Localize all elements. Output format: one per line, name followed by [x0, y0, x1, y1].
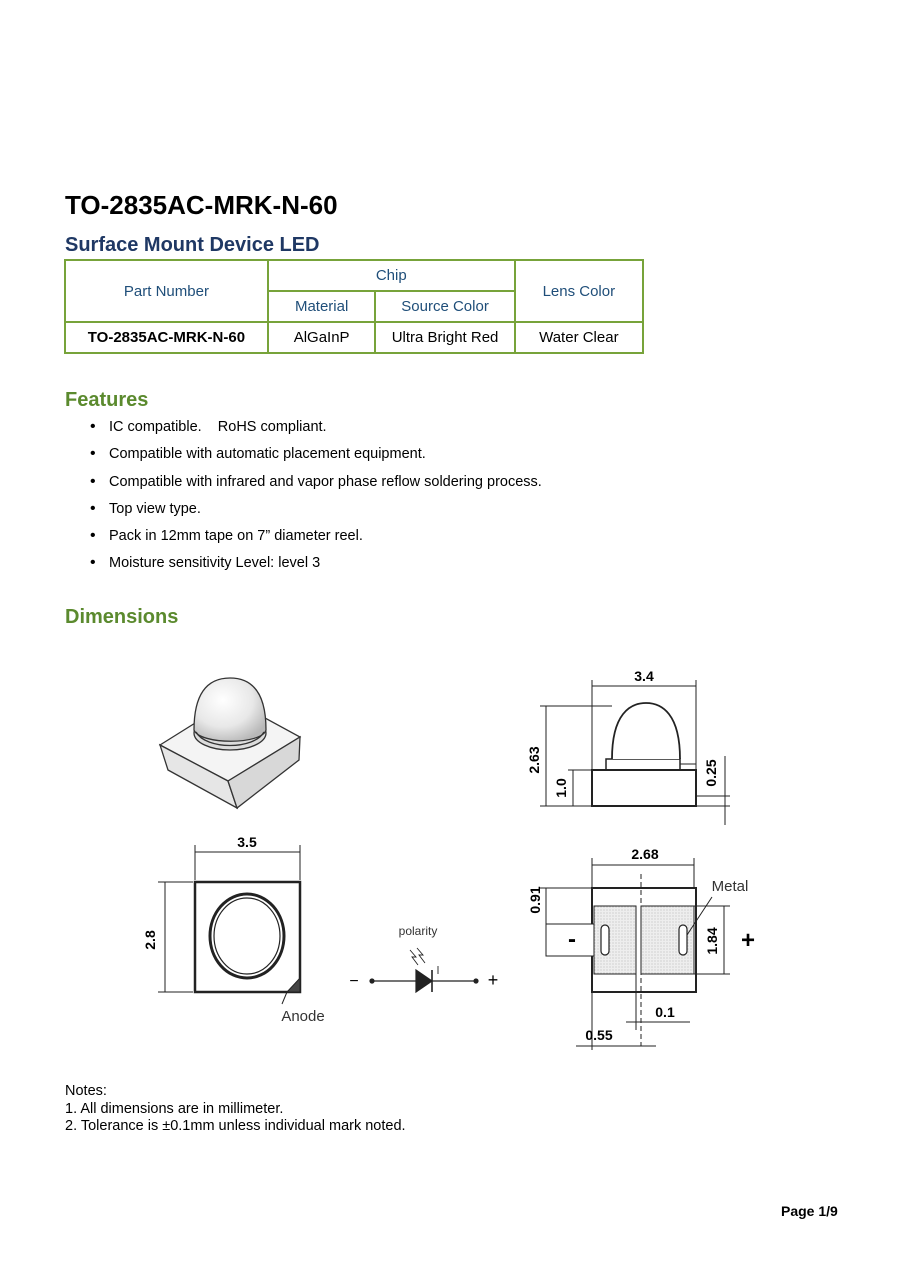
document-subtitle: Surface Mount Device LED [65, 234, 320, 256]
gap-label: 0.1 [655, 1004, 675, 1020]
lens-color-cell: Water Clear [513, 321, 645, 354]
polarity-symbol [369, 947, 479, 994]
polarity-label: polarity [399, 924, 438, 938]
features-heading: Features [65, 389, 149, 411]
gap-offset-label: 0.55 [585, 1027, 612, 1043]
notes: Notes: 1. All dimensions are in millimet… [65, 1083, 406, 1136]
polarity-minus-label: − [349, 973, 358, 990]
note-item: 1. All dimensions are in millimeter. [65, 1100, 284, 1117]
source-color-cell: Ultra Bright Red [374, 321, 516, 354]
dimensions-drawing: 3.5 2.8 Anode polarity − + 3.4 2.63 1.0 … [142, 668, 755, 1050]
table-subheader-row: Material Source Color [65, 290, 643, 323]
table-row: TO-2835AC-MRK-N-60 AlGaInP Ultra Bright … [64, 321, 645, 354]
bottom-view [540, 858, 730, 1050]
side-pad-height-label: 0.25 [703, 759, 719, 786]
bottom-width-label: 2.68 [631, 846, 658, 862]
dimensions-heading: Dimensions [65, 606, 179, 628]
table-header-row: Part Number Chip Lens Color [64, 259, 645, 323]
lens-color-header: Lens Color [513, 259, 645, 323]
top-width-label: 3.5 [237, 834, 257, 850]
part-number-cell: TO-2835AC-MRK-N-60 [64, 321, 269, 354]
source-color-header: Source Color [374, 290, 516, 323]
top-view [158, 845, 302, 1005]
anode-label: Anode [281, 1008, 324, 1025]
part-number-header: Part Number [64, 259, 269, 323]
side-body-height-label: 1.0 [553, 778, 569, 798]
material-header: Material [266, 290, 377, 323]
material-cell: AlGaInP [266, 321, 377, 354]
page-number: Page 1/9 [781, 1203, 838, 1219]
note-item: 2. Tolerance is ±0.1mm unless individual… [65, 1118, 406, 1134]
list-item: Compatible with automatic placement equi… [90, 444, 542, 471]
bottom-minus-label: - [568, 926, 576, 953]
bottom-pad-offset-label: 0.91 [527, 886, 543, 913]
side-width-label: 3.4 [634, 668, 654, 684]
features-list: IC compatible. RoHS compliant. Compatibl… [90, 417, 542, 581]
list-item: Compatible with infrared and vapor phase… [90, 472, 542, 499]
metal-label: Metal [712, 878, 749, 895]
polarity-plus-label: + [488, 970, 499, 990]
list-item: Top view type. [90, 499, 542, 526]
isometric-view [158, 677, 302, 810]
bottom-plus-label: + [741, 927, 755, 954]
spec-table: Part Number Chip Lens Color Material Sou… [64, 259, 645, 354]
list-item: IC compatible. RoHS compliant. [90, 417, 542, 444]
chip-header: Chip [266, 259, 516, 292]
notes-heading: Notes: [65, 1083, 107, 1099]
side-total-height-label: 2.63 [526, 746, 542, 773]
bottom-pad-height-label: 1.84 [704, 927, 720, 954]
side-view [540, 680, 730, 825]
list-item: Moisture sensitivity Level: level 3 [90, 553, 542, 580]
list-item: Pack in 12mm tape on 7” diameter reel. [90, 526, 542, 553]
document-title: TO-2835AC-MRK-N-60 [65, 190, 338, 220]
top-height-label: 2.8 [142, 930, 158, 950]
